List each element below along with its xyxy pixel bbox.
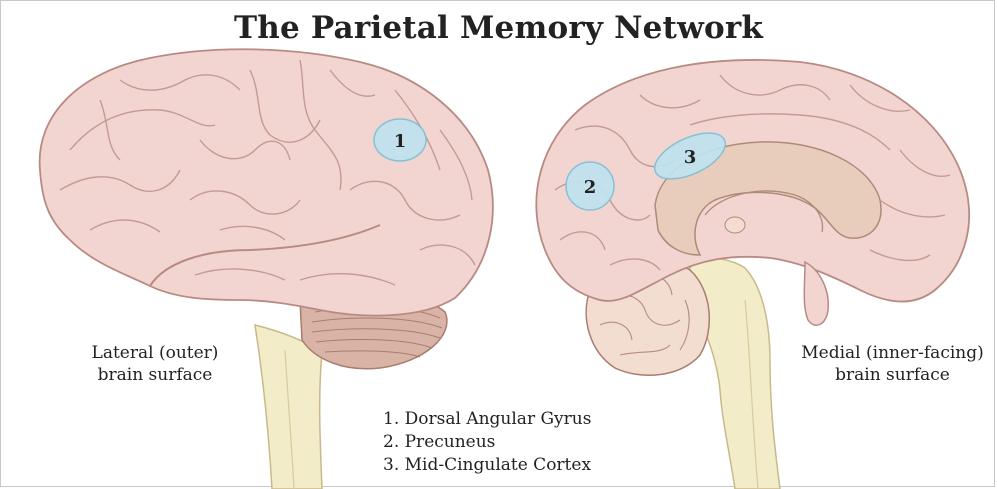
region-2-label: 2	[584, 177, 597, 198]
medial-caption-line2: brain surface	[790, 364, 995, 386]
region-3-label: 3	[684, 147, 697, 168]
lateral-cortex	[40, 49, 493, 315]
medial-caption-line1: Medial (inner-facing)	[790, 342, 995, 364]
lateral-caption-line1: Lateral (outer)	[70, 342, 240, 364]
region-legend: 1. Dorsal Angular Gyrus 2. Precuneus 3. …	[383, 408, 591, 477]
lateral-caption-line2: brain surface	[70, 364, 240, 386]
lateral-caption: Lateral (outer) brain surface	[70, 342, 240, 386]
legend-item: 3. Mid-Cingulate Cortex	[383, 454, 591, 477]
medial-caption: Medial (inner-facing) brain surface	[790, 342, 995, 386]
medial-brain: 2 3	[536, 60, 969, 489]
legend-item: 2. Precuneus	[383, 431, 591, 454]
legend-item: 1. Dorsal Angular Gyrus	[383, 408, 591, 431]
region-1-label: 1	[394, 131, 407, 152]
